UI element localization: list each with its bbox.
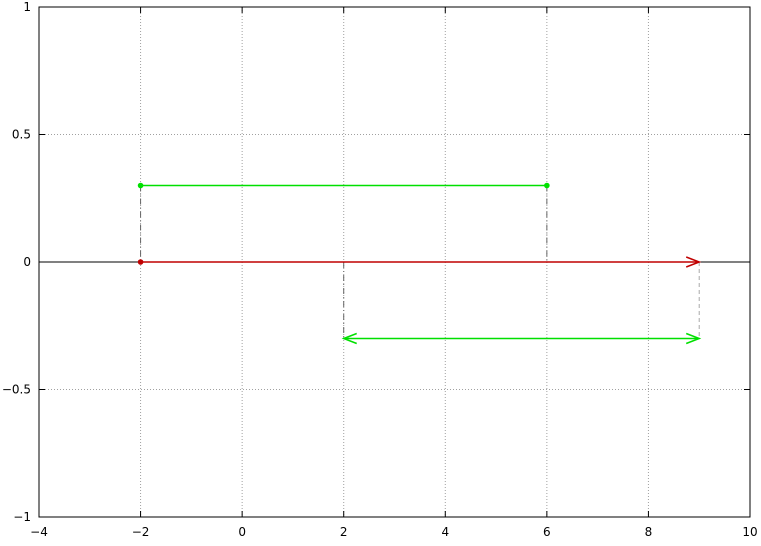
arrowhead-mark (685, 332, 702, 345)
guide-layer (140, 185, 700, 339)
x-tick-label: 0 (238, 525, 246, 539)
tick-layer (38, 6, 751, 518)
endpoint-dot (137, 182, 144, 189)
endpoint-dot (137, 259, 144, 265)
x-tick-label: 4 (441, 525, 449, 539)
y-tick-label: 0.5 (12, 128, 31, 142)
series-layer (137, 182, 702, 345)
arrowhead-mark (341, 332, 357, 345)
y-tick-label: −1 (13, 510, 31, 524)
x-tick-label: −4 (30, 525, 48, 539)
x-tick-label: 8 (645, 525, 653, 539)
arrowhead-mark (685, 256, 702, 268)
y-tick-label: −0.5 (2, 383, 31, 397)
x-tick-label: −2 (132, 525, 150, 539)
endpoint-dot (544, 182, 550, 189)
y-tick-label: 1 (23, 0, 31, 14)
x-tick-label: 2 (340, 525, 348, 539)
y-tick-label: 0 (23, 255, 31, 269)
x-tick-label: 10 (742, 525, 757, 539)
x-tick-label: 6 (543, 525, 551, 539)
